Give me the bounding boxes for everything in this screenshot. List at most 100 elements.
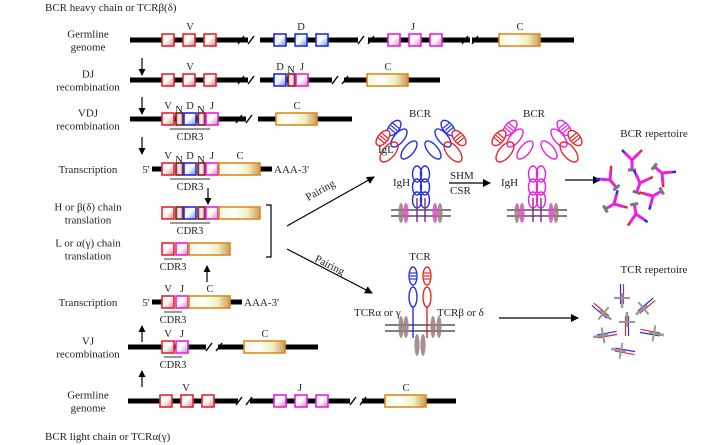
row-label-heavy-dj: DJ [82, 69, 95, 81]
cdr-stripe [444, 124, 452, 132]
segment-V [161, 73, 175, 87]
cdr-stripe [455, 134, 463, 142]
mini-bcr [626, 201, 649, 227]
row-label-light-translation: L or α(γ) chain [55, 238, 121, 250]
row-label-light-germline: genome [71, 403, 106, 415]
mini-tcr [639, 325, 665, 342]
row-label-light-vj: VJ [82, 336, 95, 348]
mini-tcr [614, 284, 630, 308]
segment-N [197, 206, 206, 220]
pairing-bracket [266, 204, 272, 258]
break-mark [245, 114, 253, 124]
segment-C [498, 33, 541, 47]
segment-N [197, 112, 206, 126]
co-receptor [548, 203, 554, 223]
segment-J [175, 295, 189, 309]
svg-text:C: C [236, 151, 243, 162]
segment-C [188, 295, 231, 309]
cdr-stripe [497, 132, 505, 139]
heavy-chain-domain [411, 165, 423, 183]
cdr-stripe [381, 132, 389, 139]
tcr-beta-label: TCRβ or δ [437, 307, 484, 319]
light-chain-constant [379, 141, 399, 163]
segment-V [161, 112, 175, 126]
cdr-stripe [390, 124, 398, 132]
cd3-molecule [403, 316, 409, 338]
tcr-repertoire-cluster [591, 284, 665, 359]
dna-strand [152, 166, 162, 172]
heavy-chain-domain [411, 178, 423, 196]
segment-V [203, 73, 217, 87]
segment-J [273, 394, 287, 408]
svg-text:D: D [276, 62, 284, 73]
row-label-light-vj: recombination [56, 349, 120, 361]
segment-J [387, 33, 401, 47]
co-receptor [432, 203, 438, 223]
segment-V [159, 394, 173, 408]
cdr-stripe [573, 137, 581, 144]
light-chain-constant [559, 141, 579, 163]
svg-text:V: V [164, 284, 172, 295]
shm-csr-arrow: SHM CSR [449, 170, 491, 197]
segment-V [203, 33, 217, 47]
heavy-chain-arm [506, 128, 524, 148]
svg-text:V: V [164, 101, 172, 112]
tcr-constant-domain [422, 286, 432, 308]
co-receptor [519, 203, 525, 223]
svg-text:D: D [297, 22, 305, 33]
break-mark [359, 396, 367, 406]
cdr-stripe [495, 134, 503, 142]
heavy-chain-arm [424, 140, 442, 160]
segment-D [315, 33, 329, 47]
cdr3-label: CDR3 [177, 132, 204, 143]
segment-V [161, 242, 175, 256]
svg-text:C: C [206, 284, 213, 295]
svg-text:N: N [287, 65, 295, 76]
mini-tcr [635, 297, 656, 316]
segment-J [294, 394, 308, 408]
mini-tcr [610, 342, 636, 359]
heavy-chain-arm [390, 128, 408, 148]
bcr-repertoire-label: BCR repertoire [620, 128, 688, 140]
row-label-heavy-translation: translation [65, 215, 112, 227]
segment-J [175, 242, 189, 256]
heavy-chain-domain [419, 165, 431, 183]
co-receptor [398, 203, 404, 223]
cdr-stripe [453, 132, 461, 139]
igh-label-naive: IgH [393, 177, 410, 189]
row-label-heavy-germline: Germline [67, 29, 109, 41]
segment-J [408, 33, 422, 47]
igl-label: IgL [378, 144, 394, 156]
break-mark [215, 342, 223, 352]
cd3-molecule [430, 316, 436, 338]
break-mark [461, 35, 469, 45]
cd3-molecule [398, 316, 404, 338]
svg-text:J: J [180, 284, 184, 295]
heavy-chain-arm [540, 140, 558, 160]
poly-a-label: AAA-3' [244, 297, 279, 309]
cdr-stripe [446, 127, 454, 134]
heavy-chain-domain [527, 178, 539, 196]
row-labels: GermlinegenomeDJrecombinationVDJrecombin… [54, 29, 122, 415]
tcr-receptor [385, 266, 455, 356]
break-mark [349, 396, 357, 406]
svg-text:J: J [180, 329, 184, 340]
segment-D [273, 73, 287, 87]
cdr-stripe [377, 137, 385, 144]
break-mark [471, 35, 479, 45]
svg-text:V: V [164, 151, 172, 162]
svg-text:V: V [186, 22, 194, 33]
csr-label: CSR [450, 185, 471, 197]
cdr-stripe [504, 127, 512, 134]
heavy-chain-domain [527, 165, 539, 183]
break-mark [237, 75, 245, 85]
cdr-stripe [569, 132, 577, 139]
segment-J [205, 162, 219, 176]
segment-V [201, 394, 215, 408]
mini-bcr [595, 165, 621, 192]
svg-text:C: C [293, 101, 300, 112]
cdr3-label: CDR3 [160, 262, 187, 273]
cd3-molecule [420, 334, 426, 356]
segment-D [183, 206, 197, 220]
segment-V [161, 340, 175, 354]
